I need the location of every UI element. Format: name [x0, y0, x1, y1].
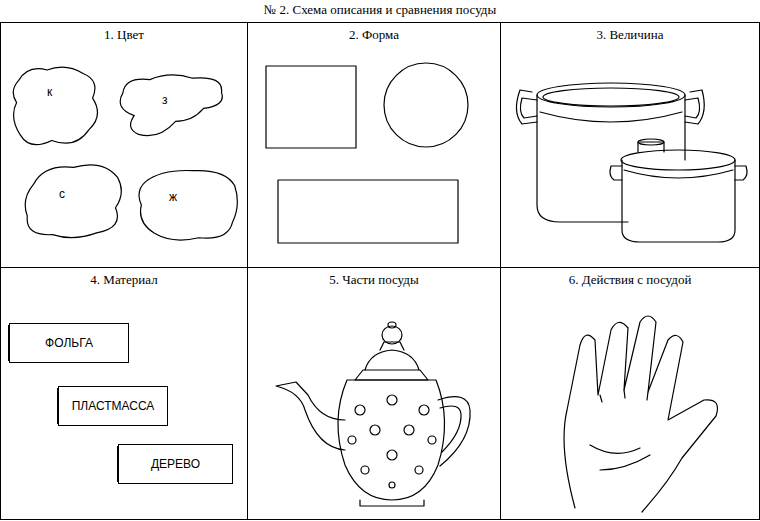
- blob-outline: [9, 63, 104, 151]
- material-label: ДЕРЕВО: [147, 457, 204, 471]
- cell-heading: 6. Действия с посудой: [501, 272, 759, 288]
- color-blob: ж: [135, 166, 241, 244]
- color-letter: к: [47, 85, 52, 99]
- cell-heading: 3. Величина: [501, 27, 759, 43]
- cell-heading: 5. Части посуды: [248, 272, 500, 288]
- scheme-cell: 1. Цвет к з с ж: [0, 22, 248, 268]
- cell-heading: 1. Цвет: [1, 27, 247, 43]
- color-letter: с: [59, 187, 65, 201]
- color-letter: ж: [169, 190, 177, 204]
- color-blob: с: [21, 159, 126, 243]
- scheme-cell: 5. Части посуды: [247, 267, 501, 520]
- cell-heading: 4. Материал: [1, 272, 247, 288]
- blob-outline: [114, 71, 226, 143]
- material-box: ФОЛЬГА: [9, 323, 129, 363]
- blob-outline: [21, 159, 126, 243]
- color-blob: з: [114, 71, 226, 143]
- material-label: ФОЛЬГА: [41, 336, 97, 350]
- color-letter: з: [162, 93, 168, 107]
- material-box: ПЛАСТМАССА: [58, 386, 168, 426]
- cell-heading: 2. Форма: [248, 27, 500, 43]
- diagram-title: № 2. Схема описания и сравнения посуды: [0, 2, 760, 18]
- material-box: ДЕРЕВО: [118, 444, 233, 484]
- material-label: ПЛАСТМАССА: [68, 399, 159, 413]
- scheme-cell: 6. Действия с посудой: [500, 267, 760, 520]
- teapot-illustration: [276, 322, 470, 506]
- color-blob: к: [9, 63, 104, 151]
- pots-illustration: [516, 83, 747, 242]
- shape-figures: [266, 63, 468, 243]
- blob-outline: [135, 166, 241, 244]
- scheme-cell: 4. МатериалФОЛЬГА ПЛАСТМАССА ДЕРЕВО: [0, 267, 248, 520]
- scheme-cell: 3. Величина: [500, 22, 760, 268]
- hand-illustration: [564, 316, 718, 512]
- scheme-cell: 2. Форма: [247, 22, 501, 268]
